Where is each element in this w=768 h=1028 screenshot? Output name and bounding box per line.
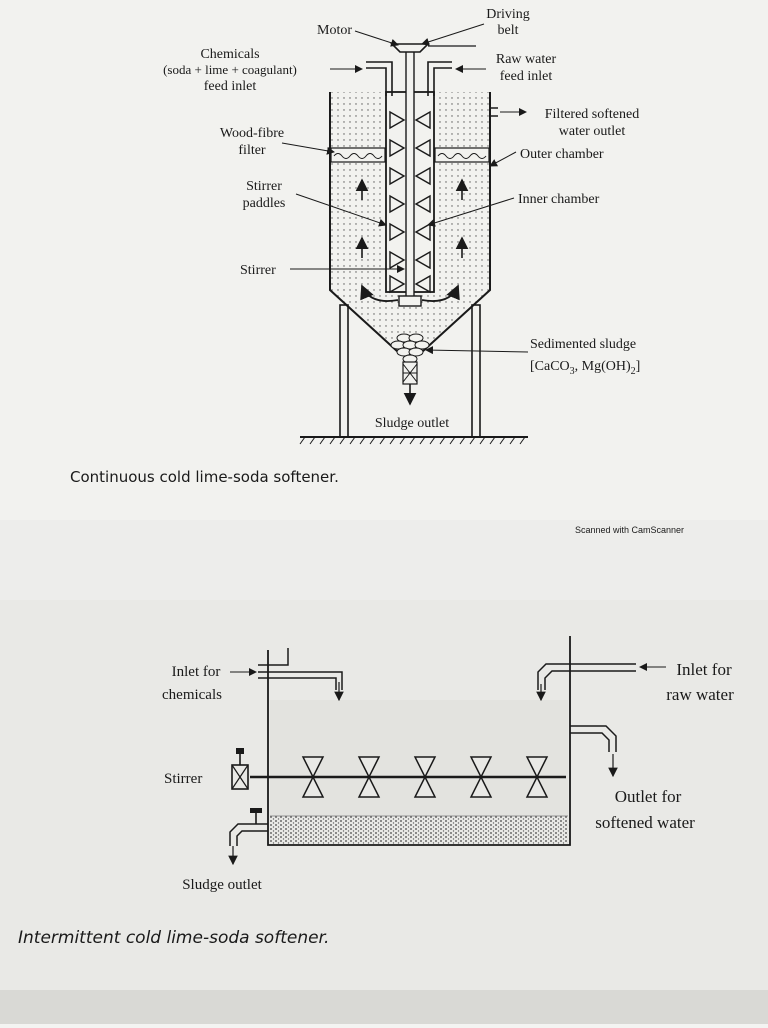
flow-arrows-up [355,178,469,258]
label-wood-fibre-1: Wood-fibre [220,126,284,141]
page-shadow [0,990,768,1024]
label-filtered-2: water outlet [559,124,626,139]
page-gap [0,520,768,600]
motor-pulley-icon [390,43,430,53]
label-stirrer-paddles-2: paddles [243,196,286,211]
label-chemicals-3: feed inlet [204,79,257,94]
label-inlet-raw-2: raw water [666,685,734,704]
label-inlet-raw-1: Inlet for [676,660,732,679]
ground-hatch [299,436,526,445]
label-raw-water-2: feed inlet [500,69,553,84]
raw-water-inlet-pipe-2 [537,663,636,690]
softened-outlet-pipe [570,725,617,752]
stirrer-motor-cross [231,764,249,790]
chemical-inlet-pipe-2 [258,648,343,690]
intermittent-tank [267,636,571,846]
filtered-outlet-pipe [490,107,498,117]
hourglass-paddles [301,756,549,798]
label-chemicals-1: Chemicals [200,47,259,62]
continuous-softener-diagram: Motor Driving belt Chemicals (soda + lim… [163,7,640,445]
right-leg [471,304,481,438]
chemical-inlet-pipe [366,61,393,96]
label-driving-belt-1: Driving [486,7,530,22]
caption-continuous: Continuous cold lime-soda softener. [70,468,339,486]
sludge-heap [390,333,430,364]
label-inlet-chemicals-1: Inlet for [172,664,221,680]
label-sludge-outlet: Sludge outlet [375,416,449,431]
label-inner-chamber: Inner chamber [518,192,600,207]
stirrer-shaft [405,49,415,301]
left-leg [339,304,349,438]
label-sludge-outlet-2: Sludge outlet [182,877,262,893]
sludge-valve-handle-icon [250,808,262,813]
settled-sludge-layer [270,816,568,844]
label-chemicals-2: (soda + lime + coagulant) [163,62,297,77]
label-wood-fibre-2: filter [238,143,266,158]
stirrer-base [398,295,422,307]
label-sludge-1: Sedimented sludge [530,337,636,352]
label-motor: Motor [317,23,352,38]
label-stirrer-paddles-1: Stirrer [246,179,282,194]
label-outlet-2: softened water [595,813,695,832]
label-inlet-chemicals-2: chemicals [162,687,222,703]
sludge-outlet-pipe-2 [229,823,268,846]
label-filtered-1: Filtered softened [545,107,639,122]
label-stirrer: Stirrer [240,263,276,278]
wood-fibre-filter-left [330,147,386,163]
filter-texture-right [437,153,487,159]
label-outlet-1: Outlet for [615,787,682,806]
label-driving-belt-2: belt [498,23,519,38]
sludge-valve-icon [402,363,418,383]
flow-curve-right [421,284,460,302]
raw-water-inlet-pipe [427,61,452,96]
label-outer-chamber: Outer chamber [520,147,604,162]
flow-curve-left [360,284,399,302]
caption-intermittent: Intermittent cold lime-soda softener. [18,928,329,948]
scanner-watermark: Scanned with CamScanner [575,525,684,535]
label-raw-water-1: Raw water [496,52,557,67]
leader-lines-2 [230,663,666,676]
label-stirrer-2: Stirrer [164,771,202,787]
label-sludge-2: [CaCO3, Mg(OH)2] [530,359,640,377]
intermittent-softener-diagram: Inlet for chemicals Inlet for raw water … [162,636,734,893]
leader-lines [281,23,529,355]
filter-texture-left [333,153,383,159]
stirrer-handle-cap [236,748,244,754]
wood-fibre-filter-right [434,147,490,163]
stirrer-paddles [389,110,431,294]
